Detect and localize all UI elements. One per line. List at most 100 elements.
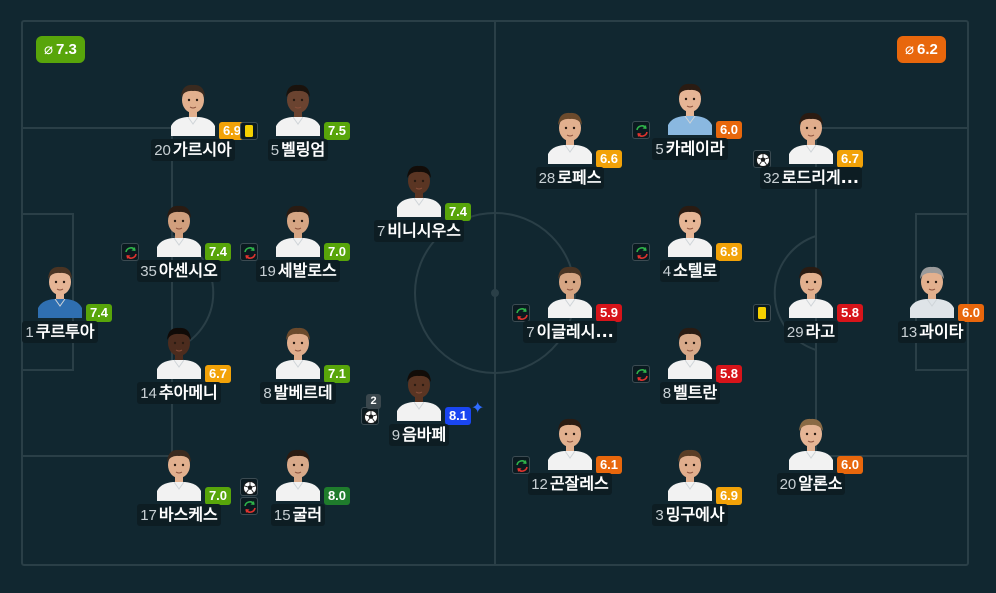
substitution-icon (632, 243, 650, 261)
player-number: 8 (263, 385, 272, 402)
substitution-icon (240, 243, 258, 261)
player-photo (276, 445, 320, 501)
player-number: 19 (259, 263, 276, 280)
player-name: 아센시오 (158, 261, 218, 280)
player-photo (668, 201, 712, 257)
player-rating: 6.0 (716, 121, 742, 139)
player-photo (38, 262, 82, 318)
player-photo (276, 201, 320, 257)
player-number: 7 (526, 324, 535, 341)
player-rating: 7.0 (324, 243, 350, 261)
player-number: 12 (531, 476, 548, 493)
player-number: 35 (140, 263, 157, 280)
substitution-icon (632, 121, 650, 139)
player-name: 비니시우스 (387, 221, 461, 240)
player-photo (157, 323, 201, 379)
player-name: 라고 (805, 322, 836, 341)
player-photo (548, 414, 592, 470)
player-photo (668, 79, 712, 135)
player-name: 곤잘레스 (549, 474, 609, 493)
player-number: 9 (391, 427, 401, 444)
player-rating: 5.8 (716, 365, 742, 383)
player-rating: 7.0 (205, 487, 231, 505)
player-rating: 6.7 (837, 150, 863, 168)
player-rating: 7.5 (324, 122, 350, 140)
player-rating: 7.4 (86, 304, 112, 322)
player-photo (276, 80, 320, 136)
goal-count-badge: 2 (366, 394, 381, 409)
yellow-card-icon (240, 122, 258, 140)
player-rating: 6.6 (596, 150, 622, 168)
player-number: 32 (763, 170, 780, 187)
player-number: 3 (655, 507, 664, 524)
player-number: 20 (779, 476, 797, 493)
yellow-card-icon (753, 304, 771, 322)
player-photo (668, 445, 712, 501)
home-average-rating: ⌀7.3 (36, 36, 85, 63)
player-photo (157, 445, 201, 501)
substitution-icon (121, 243, 139, 261)
substitution-icon (632, 365, 650, 383)
player-number: 7 (377, 223, 386, 240)
player-rating: 6.7 (205, 365, 231, 383)
substitution-icon (512, 456, 530, 474)
player-name: 이글레시... (536, 322, 614, 341)
player-number: 13 (900, 324, 918, 341)
player-photo (668, 323, 712, 379)
player-rating: 8.1 (445, 407, 471, 425)
substitution-icon (512, 304, 530, 322)
player-number: 5 (655, 141, 664, 158)
player-name: 카레이라 (665, 139, 725, 158)
goal-ball-icon (240, 478, 258, 496)
player-rating: 5.8 (837, 304, 863, 322)
player-number: 1 (25, 324, 34, 341)
player-number: 14 (140, 385, 157, 402)
top-rated-star-icon: ✦ (471, 398, 485, 417)
player-number: 28 (538, 170, 556, 187)
player-name: 쿠르투아 (35, 322, 95, 341)
player-name: 음바페 (402, 425, 447, 444)
player-number: 8 (662, 385, 672, 402)
player-name: 알론소 (798, 474, 843, 493)
player-name: 추아메니 (158, 383, 218, 402)
player-rating: 7.1 (324, 365, 350, 383)
player-number: 20 (154, 142, 171, 159)
player-name: 밍구에사 (665, 505, 725, 524)
player-name: 소텔로 (673, 261, 718, 280)
player-rating: 6.9 (716, 487, 742, 505)
